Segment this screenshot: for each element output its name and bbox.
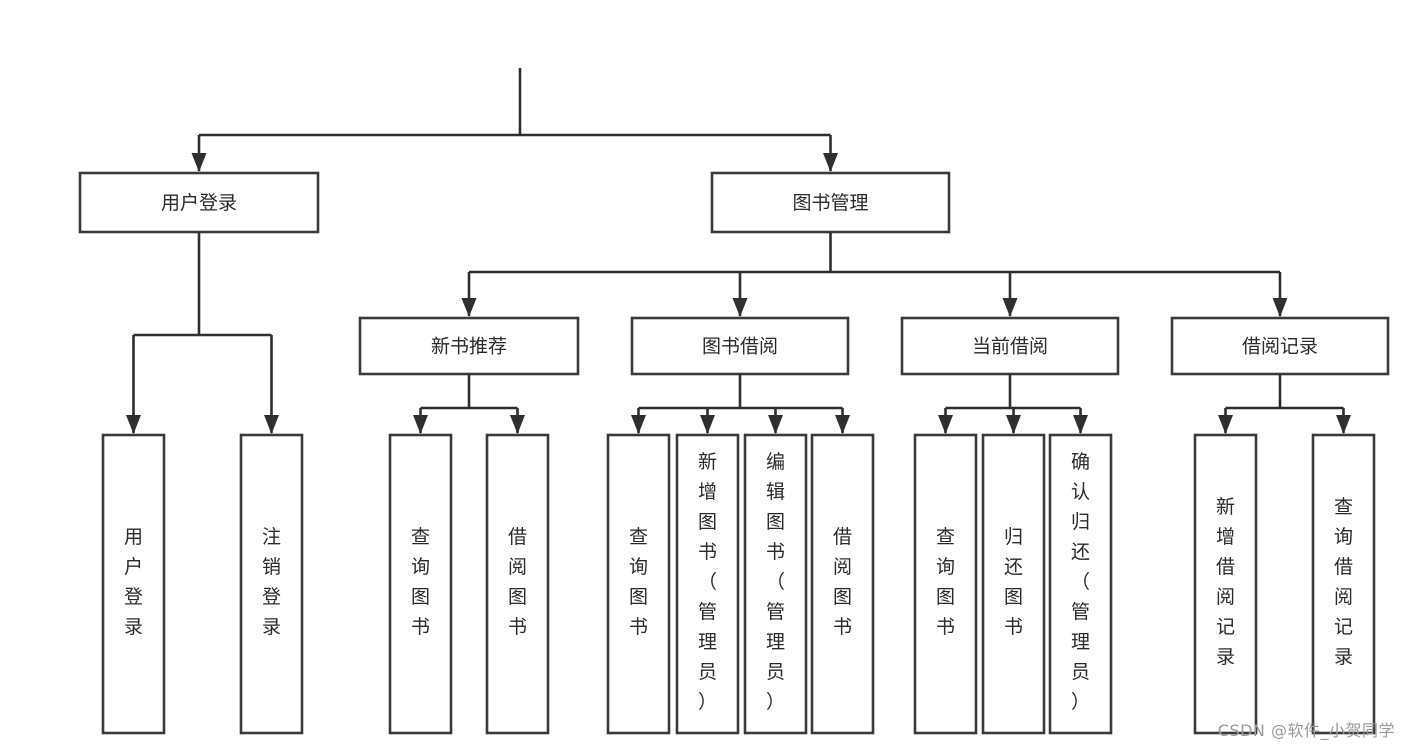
node-box-user-login[interactable] — [78, 171, 320, 234]
leaf-box-leaf-query-book-3[interactable] — [913, 433, 978, 735]
leaf-label-leaf-borrow-book-1: 借阅图书 — [508, 526, 527, 638]
leaf-label-leaf-query-book-3: 查询图书 — [936, 526, 955, 638]
leaf-leaf-query-book-3[interactable]: 查询图书 — [913, 433, 978, 735]
node-book-manage[interactable]: 图书管理 — [710, 171, 951, 234]
leaf-leaf-query-book-2[interactable]: 查询图书 — [606, 433, 671, 735]
arrow-user-login-to-leaf-user-logout — [264, 415, 279, 434]
leaf-box-leaf-confirm-return[interactable] — [1048, 433, 1113, 735]
node-label-current-borrow: 当前借阅 — [972, 336, 1048, 358]
leaf-leaf-borrow-book-1[interactable]: 借阅图书 — [485, 433, 550, 735]
arrow-book-manage-to-borrow-record — [1272, 298, 1288, 317]
leaf-label-leaf-add-record: 新增借阅记录 — [1216, 496, 1235, 668]
node-box-book-borrow[interactable] — [630, 316, 850, 376]
leaf-box-leaf-query-book-2[interactable] — [606, 433, 671, 735]
arrow-book-borrow-to-leaf-add-book — [700, 415, 715, 434]
arrow-book-borrow-to-leaf-edit-book — [768, 415, 783, 434]
leaf-leaf-confirm-return[interactable]: 确认归还（管理员） — [1048, 433, 1113, 735]
leaf-box-leaf-query-book-1[interactable] — [388, 433, 453, 735]
leaf-box-leaf-user-logout[interactable] — [239, 433, 304, 735]
leaf-leaf-add-book[interactable]: 新增图书（管理员） — [675, 433, 740, 735]
leaf-box-leaf-borrow-book-1[interactable] — [485, 433, 550, 735]
node-user-login[interactable]: 用户登录 — [78, 171, 320, 234]
leaf-label-leaf-user-logout: 注销登录 — [262, 526, 281, 638]
leaf-box-leaf-return-book[interactable] — [981, 433, 1046, 735]
node-box-borrow-record[interactable] — [1170, 316, 1390, 376]
leaf-leaf-return-book[interactable]: 归还图书 — [981, 433, 1046, 735]
arrow-current-borrow-to-leaf-query-book-3 — [938, 415, 953, 434]
leaf-label-leaf-confirm-return: 确认归还（管理员） — [1071, 451, 1090, 713]
node-label-user-login: 用户登录 — [161, 192, 237, 214]
leaf-label-leaf-query-book-2: 查询图书 — [629, 526, 648, 638]
leaf-box-leaf-edit-book[interactable] — [743, 433, 808, 735]
leaf-leaf-user-login[interactable]: 用户登录 — [101, 433, 166, 735]
leaf-label-leaf-add-book: 新增图书（管理员） — [698, 451, 717, 713]
arrow-root-to-book-manage — [823, 153, 838, 172]
leaf-leaf-query-record[interactable]: 查询借阅记录 — [1311, 433, 1376, 735]
node-book-borrow[interactable]: 图书借阅 — [630, 316, 850, 376]
node-borrow-record[interactable]: 借阅记录 — [1170, 316, 1390, 376]
leaf-label-leaf-query-book-1: 查询图书 — [411, 526, 430, 638]
arrow-book-manage-to-book-borrow — [732, 298, 748, 317]
leaf-box-leaf-user-login[interactable] — [101, 433, 166, 735]
leaf-leaf-edit-book[interactable]: 编辑图书（管理员） — [743, 433, 808, 735]
leaf-leaf-user-logout[interactable]: 注销登录 — [239, 433, 304, 735]
leaf-leaf-query-book-1[interactable]: 查询图书 — [388, 433, 453, 735]
leaf-box-leaf-add-record[interactable] — [1193, 433, 1258, 735]
leaf-label-leaf-borrow-book-2: 借阅图书 — [833, 526, 852, 638]
node-label-new-book-rec: 新书推荐 — [431, 336, 507, 358]
arrow-book-manage-to-new-book-rec — [461, 298, 477, 317]
leaf-label-leaf-edit-book: 编辑图书（管理员） — [766, 451, 785, 713]
leaf-box-leaf-query-record[interactable] — [1311, 433, 1376, 735]
leaf-box-leaf-add-book[interactable] — [675, 433, 740, 735]
leaf-label-leaf-query-record: 查询借阅记录 — [1334, 496, 1353, 668]
arrow-book-manage-to-current-borrow — [1002, 298, 1018, 317]
arrow-new-book-rec-to-leaf-query-book-1 — [413, 415, 428, 434]
arrow-current-borrow-to-leaf-confirm-return — [1073, 415, 1088, 434]
arrow-borrow-record-to-leaf-query-record — [1336, 415, 1351, 434]
arrow-borrow-record-to-leaf-add-record — [1218, 415, 1233, 434]
node-current-borrow[interactable]: 当前借阅 — [900, 316, 1120, 376]
arrow-new-book-rec-to-leaf-borrow-book-1 — [510, 415, 525, 434]
leaf-label-leaf-return-book: 归还图书 — [1004, 526, 1023, 638]
node-label-book-manage: 图书管理 — [792, 192, 868, 214]
leaf-leaf-borrow-book-2[interactable]: 借阅图书 — [810, 433, 875, 735]
arrow-book-borrow-to-leaf-borrow-book-2 — [835, 415, 850, 434]
arrow-root-to-user-login — [191, 153, 207, 172]
node-box-current-borrow[interactable] — [900, 316, 1120, 376]
leaf-label-leaf-user-login: 用户登录 — [124, 526, 143, 638]
leaf-leaf-add-record[interactable]: 新增借阅记录 — [1193, 433, 1258, 735]
node-label-book-borrow: 图书借阅 — [702, 336, 778, 358]
leaf-box-leaf-borrow-book-2[interactable] — [810, 433, 875, 735]
node-label-borrow-record: 借阅记录 — [1242, 336, 1318, 358]
node-new-book-rec[interactable]: 新书推荐 — [358, 316, 580, 376]
arrow-book-borrow-to-leaf-query-book-2 — [631, 415, 646, 434]
arrow-current-borrow-to-leaf-return-book — [1006, 415, 1021, 434]
arrow-user-login-to-leaf-user-login — [126, 415, 141, 434]
